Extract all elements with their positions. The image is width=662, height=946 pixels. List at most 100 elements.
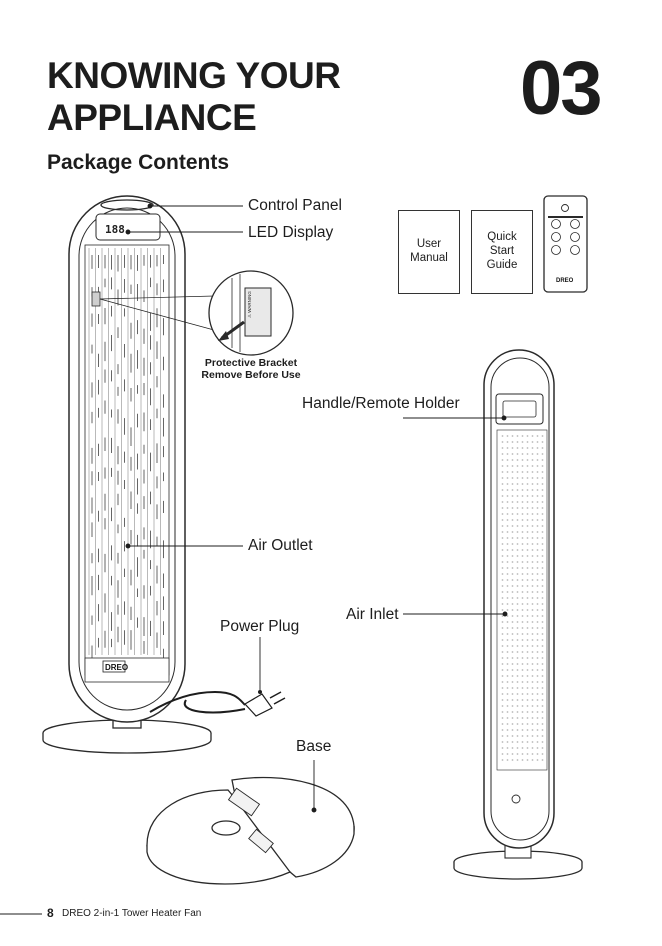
inlet-perforation	[527, 447, 529, 449]
inlet-perforation	[542, 531, 544, 533]
inlet-perforation	[507, 435, 509, 437]
inlet-perforation	[527, 615, 529, 617]
inlet-perforation	[522, 465, 524, 467]
inlet-perforation	[502, 705, 504, 707]
inlet-perforation	[527, 561, 529, 563]
inlet-perforation	[502, 573, 504, 575]
air-inlet-label: Air Inlet	[346, 607, 399, 623]
inlet-perforation	[532, 615, 534, 617]
inlet-perforation	[542, 651, 544, 653]
inlet-perforation	[532, 519, 534, 521]
inlet-perforation	[512, 699, 514, 701]
inlet-perforation	[542, 555, 544, 557]
inlet-perforation	[507, 669, 509, 671]
inlet-perforation	[522, 501, 524, 503]
inlet-perforation	[517, 657, 519, 659]
inlet-perforation	[507, 633, 509, 635]
led-readout: 188	[105, 223, 125, 236]
inlet-perforation	[507, 591, 509, 593]
inlet-perforation	[512, 609, 514, 611]
inlet-perforation	[527, 705, 529, 707]
inlet-perforation	[527, 597, 529, 599]
inlet-perforation	[502, 627, 504, 629]
inlet-perforation	[502, 537, 504, 539]
inlet-perforation	[517, 717, 519, 719]
inlet-perforation	[537, 639, 539, 641]
inlet-perforation	[527, 729, 529, 731]
inlet-perforation	[522, 681, 524, 683]
inlet-perforation	[512, 435, 514, 437]
inlet-perforation	[522, 759, 524, 761]
inlet-perforation	[532, 699, 534, 701]
inlet-perforation	[532, 609, 534, 611]
inlet-perforation	[522, 717, 524, 719]
inlet-perforation	[502, 651, 504, 653]
inlet-perforation	[532, 621, 534, 623]
inlet-perforation	[522, 657, 524, 659]
inlet-perforation	[527, 645, 529, 647]
inlet-perforation	[502, 513, 504, 515]
inlet-perforation	[537, 693, 539, 695]
inlet-perforation	[507, 621, 509, 623]
inlet-perforation	[512, 627, 514, 629]
inlet-perforation	[512, 615, 514, 617]
inlet-perforation	[532, 447, 534, 449]
inlet-perforation	[537, 483, 539, 485]
inlet-perforation	[527, 627, 529, 629]
inlet-perforation	[502, 495, 504, 497]
inlet-perforation	[507, 573, 509, 575]
inlet-perforation	[507, 507, 509, 509]
inlet-perforation	[522, 471, 524, 473]
inlet-perforation	[532, 567, 534, 569]
inlet-perforation	[542, 579, 544, 581]
inlet-perforation	[532, 735, 534, 737]
inlet-perforation	[512, 531, 514, 533]
inlet-perforation	[527, 591, 529, 593]
inlet-perforation	[512, 759, 514, 761]
inlet-perforation	[537, 723, 539, 725]
inlet-perforation	[517, 507, 519, 509]
inlet-perforation	[537, 705, 539, 707]
inlet-perforation	[522, 555, 524, 557]
inlet-perforation	[527, 717, 529, 719]
inlet-perforation	[532, 453, 534, 455]
inlet-perforation	[512, 711, 514, 713]
inlet-perforation	[512, 537, 514, 539]
inlet-perforation	[512, 483, 514, 485]
inlet-perforation	[532, 555, 534, 557]
inlet-perforation	[527, 711, 529, 713]
inlet-perforation	[527, 669, 529, 671]
inlet-perforation	[517, 519, 519, 521]
inlet-perforation	[507, 705, 509, 707]
inlet-perforation	[512, 729, 514, 731]
inlet-perforation	[517, 525, 519, 527]
inlet-perforation	[522, 591, 524, 593]
inlet-perforation	[517, 633, 519, 635]
inlet-perforation	[522, 489, 524, 491]
inlet-perforation	[532, 669, 534, 671]
inlet-perforation	[532, 663, 534, 665]
inlet-perforation	[517, 747, 519, 749]
inlet-perforation	[537, 459, 539, 461]
inlet-perforation	[522, 483, 524, 485]
inlet-perforation	[507, 543, 509, 545]
inlet-perforation	[537, 675, 539, 677]
inlet-perforation	[532, 495, 534, 497]
inlet-perforation	[527, 735, 529, 737]
inlet-perforation	[512, 717, 514, 719]
inlet-perforation	[517, 513, 519, 515]
inlet-perforation	[542, 501, 544, 503]
inlet-perforation	[542, 669, 544, 671]
inlet-perforation	[522, 453, 524, 455]
inlet-perforation	[527, 657, 529, 659]
inlet-perforation	[537, 477, 539, 479]
inlet-perforation	[502, 735, 504, 737]
inlet-perforation	[502, 465, 504, 467]
inlet-perforation	[517, 561, 519, 563]
inlet-perforation	[532, 651, 534, 653]
footer-page-number: 8	[47, 906, 54, 920]
inlet-perforation	[507, 531, 509, 533]
inlet-perforation	[527, 549, 529, 551]
inlet-perforation	[517, 675, 519, 677]
inlet-perforation	[537, 543, 539, 545]
